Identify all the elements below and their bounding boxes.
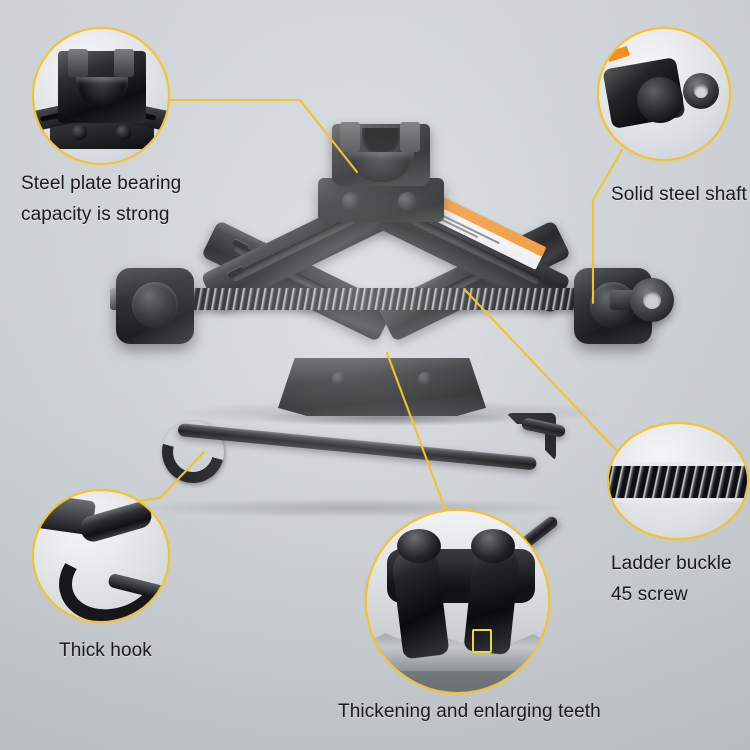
label-thick-hook: Thick hook <box>59 640 152 661</box>
jack-pivot-left <box>116 268 194 344</box>
foot-dimple <box>332 372 346 386</box>
thick-hook-closeup-image <box>34 491 168 621</box>
label-steel-plate-line1: Steel plate bearing <box>21 173 182 194</box>
callout-thick-hook[interactable] <box>32 489 170 623</box>
leader-line-ladder-screw <box>463 288 620 454</box>
saddle-notch-right <box>400 122 420 152</box>
callout-ladder-buckle-screw[interactable] <box>607 422 749 540</box>
saddle-notch-left <box>340 122 360 152</box>
leader-line-teeth <box>385 351 449 516</box>
scissor-jack-product <box>110 118 674 426</box>
callout-steel-plate[interactable] <box>32 27 170 165</box>
callout-solid-steel-shaft[interactable] <box>597 27 731 161</box>
foot-shadow <box>260 410 510 426</box>
teeth-closeup-image <box>367 511 548 692</box>
saddle-rivet <box>342 192 361 211</box>
leader-line-steel-plate <box>164 98 359 174</box>
foot-dimple <box>418 372 432 386</box>
pivot-nut <box>132 282 178 328</box>
steel-plate-closeup-image <box>34 29 168 163</box>
threaded-screw-closeup-image <box>609 424 747 538</box>
label-steel-plate-line2: capacity is strong <box>21 204 170 225</box>
callout-enlarging-teeth[interactable] <box>365 509 550 694</box>
label-ladder-buckle: Ladder buckle 45 screw <box>611 548 732 610</box>
jack-top-saddle <box>332 122 430 186</box>
solid-shaft-closeup-image <box>599 29 729 159</box>
saddle-rivet <box>398 192 417 211</box>
label-solid-steel-shaft: Solid steel shaft <box>611 184 747 205</box>
label-ladder-line2: 45 screw <box>611 584 688 605</box>
leader-line-solid-shaft <box>591 148 624 305</box>
label-enlarging-teeth: Thickening and enlarging teeth <box>338 701 601 722</box>
label-steel-plate: Steel plate bearing capacity is strong <box>21 168 181 230</box>
jack-drive-eye-ring <box>630 278 674 322</box>
crank-handle-tool <box>150 395 570 654</box>
jack-base-foot <box>278 358 486 416</box>
label-ladder-line1: Ladder buckle <box>611 553 732 574</box>
